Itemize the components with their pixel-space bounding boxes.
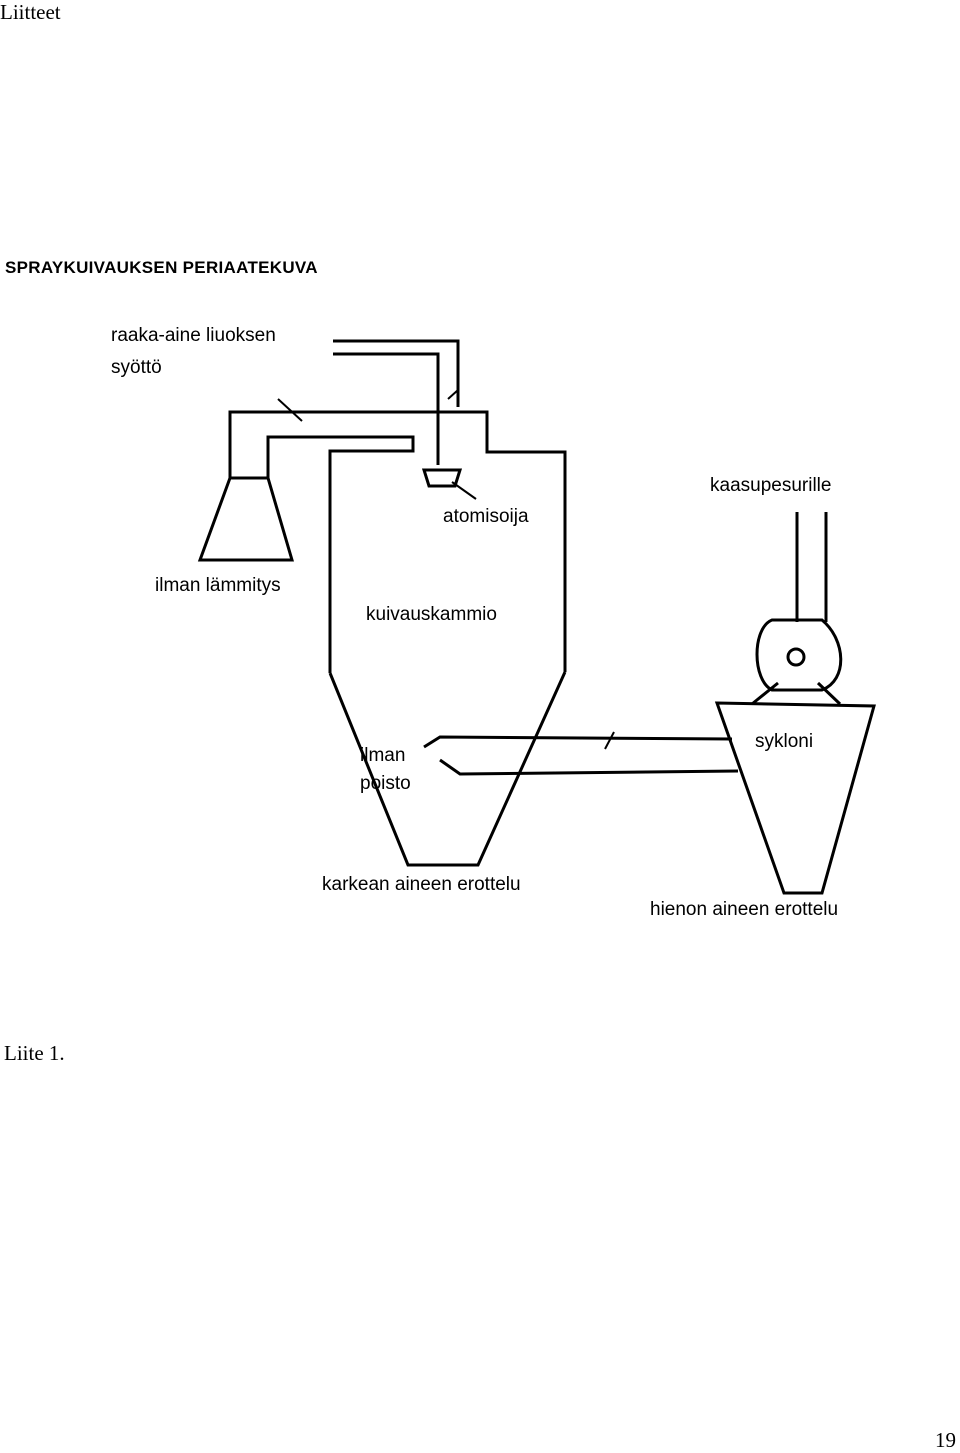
label-air-exhaust-line1: ilman (360, 745, 405, 766)
diagram-title: SPRAYKUIVAUKSEN PERIAATEKUVA (5, 258, 318, 277)
exhaust-duct (423, 731, 739, 776)
feed-pipe (333, 339, 460, 465)
atomizer (421, 468, 477, 500)
fan (751, 618, 843, 706)
label-fine-separation: hienon aineen erottelu (650, 899, 838, 920)
cyclone (714, 701, 876, 895)
air-heater (197, 476, 295, 562)
label-atomizer: atomisoija (443, 506, 529, 527)
gas-scrubber-pipe (795, 512, 828, 622)
label-air-exhaust-line2: poisto (360, 773, 411, 794)
figure-caption: Liite 1. (4, 1041, 65, 1065)
drying-chamber-cone (328, 671, 567, 867)
label-drying-chamber: kuivauskammio (366, 604, 497, 625)
label-gas-scrubber: kaasupesurille (710, 475, 831, 496)
label-feed-line2: syöttö (111, 357, 162, 378)
label-feed-line1: raaka-aine liuoksen (111, 325, 276, 346)
spray-drying-diagram: SPRAYKUIVAUKSEN PERIAATEKUVA (5, 258, 876, 920)
page-number: 19 (935, 1428, 956, 1452)
label-cyclone: sykloni (755, 731, 813, 752)
label-air-heating: ilman lämmitys (155, 575, 281, 596)
page-heading: Liitteet (0, 0, 61, 24)
label-coarse-separation: karkean aineen erottelu (322, 874, 521, 895)
hot-air-duct (228, 398, 567, 673)
